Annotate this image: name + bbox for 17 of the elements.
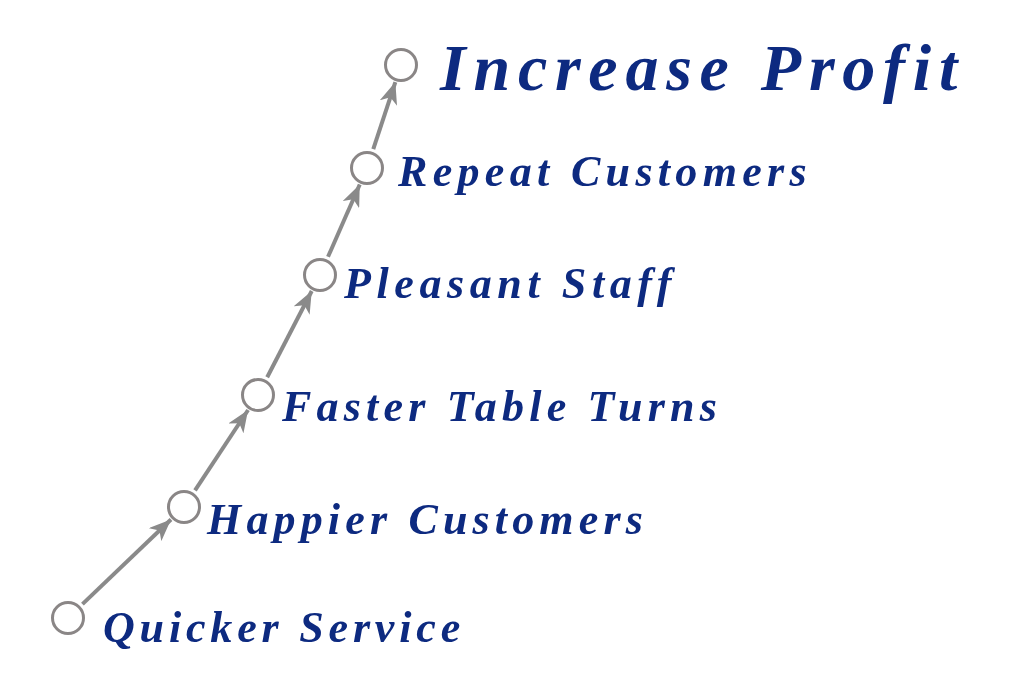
arrow — [371, 81, 398, 150]
step-label: Repeat Customers — [398, 146, 812, 198]
step-circle — [51, 601, 85, 635]
step-circle — [303, 258, 337, 292]
step-circle — [241, 378, 275, 412]
arrow — [265, 290, 314, 379]
step-label: Faster Table Turns — [282, 381, 722, 433]
step-label: Pleasant Staff — [344, 258, 677, 310]
arrow — [193, 408, 250, 492]
step-circle — [167, 490, 201, 524]
arrow — [81, 518, 173, 606]
step-label: Happier Customers — [207, 494, 648, 546]
step-circle — [350, 151, 384, 185]
step-label: Increase Profit — [440, 30, 965, 106]
step-circle — [384, 48, 418, 82]
step-label: Quicker Service — [103, 602, 465, 654]
arrow — [326, 183, 362, 258]
